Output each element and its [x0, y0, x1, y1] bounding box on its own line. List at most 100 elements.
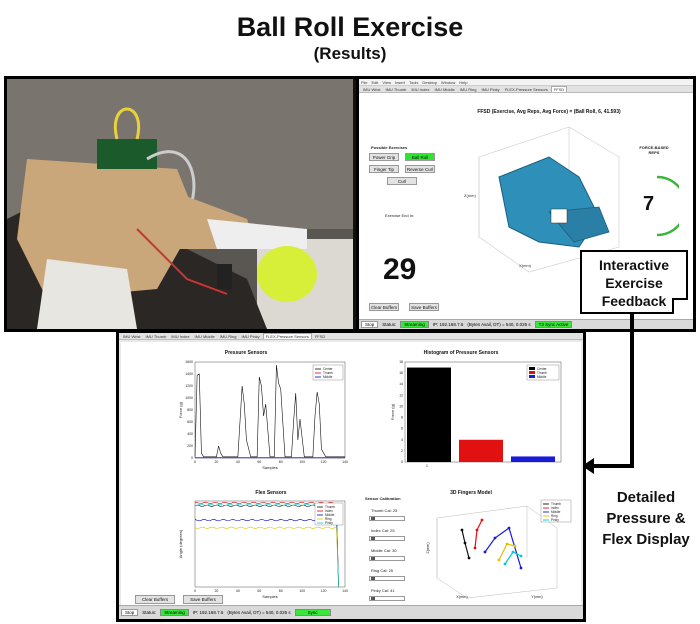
- clear-buffers-button[interactable]: Clear Buffers: [135, 595, 175, 604]
- save-buffers-button[interactable]: Save Buffers: [409, 303, 439, 311]
- model-finger-middle: [484, 527, 522, 569]
- pressure-x-tick: 100: [299, 460, 305, 464]
- tab-imu-pinky[interactable]: IMU Pinky: [481, 86, 500, 92]
- model-finger-index: [474, 519, 483, 549]
- calibration-slider[interactable]: [369, 596, 405, 601]
- top-tabs: IMU Wrist IMU Thumb IMU Index IMU Middle…: [359, 86, 693, 93]
- callout-line3: Feedback: [601, 293, 667, 309]
- hist-y-tick: 2: [401, 449, 403, 453]
- tab-imu-pinky[interactable]: IMU Pinky: [241, 333, 260, 339]
- menu-tools[interactable]: Tools: [408, 79, 419, 85]
- clear-buffers-button[interactable]: Clear Buffers: [369, 303, 399, 311]
- power-grip-button[interactable]: Power Grip: [369, 153, 399, 161]
- hist-y-tick: 8: [401, 416, 403, 420]
- tab-imu-thumb[interactable]: IMU Thumb: [385, 86, 407, 92]
- hist-y-tick: 6: [401, 427, 403, 431]
- stop-button[interactable]: Stop: [121, 609, 139, 616]
- tab-imu-wrist[interactable]: IMU Wrist: [123, 333, 141, 339]
- model-joint: [505, 542, 509, 546]
- stop-button[interactable]: Stop: [361, 321, 379, 328]
- reps-count: 7: [643, 193, 655, 215]
- pressure-legend-label: Thumb: [323, 371, 333, 375]
- menu-edit[interactable]: Edit: [371, 79, 379, 85]
- model-title: 3D Fingers Model: [450, 490, 492, 496]
- model-legend-box: [540, 499, 572, 523]
- hist-legend-label: Center: [537, 367, 548, 371]
- pressure-y-tick: 400: [187, 432, 193, 436]
- bottom-statusbar: Stop Status: Streaming IP: 192.168.7.6 (…: [119, 605, 583, 619]
- tab-imu-middle[interactable]: IMU Middle: [434, 86, 455, 92]
- tab-imu-middle[interactable]: IMU Middle: [194, 333, 215, 339]
- hist-y-tick: 18: [399, 360, 403, 364]
- tab-flex-pressure[interactable]: FLEX-Pressure Sensors: [504, 86, 548, 92]
- tab-imu-ring[interactable]: IMU Ring: [219, 333, 237, 339]
- hist-y-tick: 0: [401, 460, 403, 464]
- hist-y-tick: 10: [399, 404, 403, 408]
- menu-desktop[interactable]: Desktop: [422, 79, 438, 85]
- model-legend-label: Middle: [551, 510, 561, 514]
- flex-series-ring: [194, 526, 339, 588]
- hist-y-tick: 16: [399, 371, 403, 375]
- menu-view[interactable]: View: [382, 79, 391, 85]
- pressure-x-tick: 40: [236, 460, 240, 464]
- calibration-slider[interactable]: [369, 536, 405, 541]
- hist-legend-swatch: [529, 367, 535, 370]
- model-zlabel: Z(mm): [426, 542, 430, 554]
- hist-legend-swatch: [529, 375, 535, 378]
- tab-imu-ring[interactable]: IMU Ring: [459, 86, 477, 92]
- glove-photo-illustration: [7, 79, 353, 329]
- page-title: Ball Roll Exercise: [236, 12, 464, 42]
- calibration-slider[interactable]: [369, 576, 405, 581]
- calibration-label: Pinky Cal: 41: [371, 588, 395, 593]
- force-reps-label-line2: REPS: [648, 150, 660, 155]
- pressure-y-tick: 200: [187, 444, 193, 448]
- save-buffers-button[interactable]: Save Buffers: [183, 595, 223, 604]
- menu-help[interactable]: Help: [459, 79, 468, 85]
- tab-imu-thumb[interactable]: IMU Thumb: [145, 333, 167, 339]
- finger-tip-button[interactable]: Finger Tip: [369, 165, 399, 173]
- pressure-legend-label: Middle: [323, 375, 333, 379]
- pressure-y-tick: 1200: [185, 384, 193, 388]
- bottom-tabs: IMU Wrist IMU Thumb IMU Index IMU Middle…: [119, 333, 583, 340]
- flex-x-tick: 120: [321, 589, 327, 593]
- menu-window[interactable]: Window: [441, 79, 456, 85]
- flex-x-tick: 140: [342, 589, 348, 593]
- top-statusbar: Stop Status: Streaming IP: 192.168.7.6 (…: [359, 319, 693, 329]
- tab-imu-wrist[interactable]: IMU Wrist: [363, 86, 381, 92]
- curl-button[interactable]: Curl: [387, 177, 417, 185]
- calibration-slider[interactable]: [369, 516, 405, 521]
- flex-x-tick: 0: [194, 589, 196, 593]
- pressure-y-tick: 1600: [185, 360, 193, 364]
- detail-label-line3: Flex Display: [602, 531, 690, 548]
- flex-series-index: [194, 501, 339, 588]
- tab-ffsd[interactable]: FFSD: [550, 86, 568, 92]
- flex-legend-label: Pinky: [325, 521, 333, 525]
- bytes-readout: (Bytes Avail, DT) = 540, 0.025 s: [467, 322, 531, 327]
- calibration-slider[interactable]: [369, 556, 405, 561]
- hand-3d-plot: X(mm) Y(mm) Z(mm): [464, 126, 620, 273]
- flex-title: Flex Sensors: [255, 490, 287, 496]
- reverse-curl-button[interactable]: Reverse Curl: [405, 165, 435, 173]
- hist-y-tick: 12: [399, 393, 403, 397]
- feedback-callout: Interactive Exercise Feedback: [580, 250, 688, 314]
- model-legend-label: Index: [551, 506, 559, 510]
- hist-bar-center: [407, 367, 451, 462]
- tab-ffsd[interactable]: FFSD: [314, 333, 326, 339]
- ball-roll-button[interactable]: Ball Roll: [405, 153, 435, 161]
- model-joint: [511, 550, 515, 554]
- menu-file[interactable]: File: [361, 79, 368, 85]
- tab-imu-index[interactable]: IMU Index: [411, 86, 430, 92]
- menu-insert[interactable]: Insert: [394, 79, 405, 85]
- model-joint: [473, 546, 477, 550]
- countdown-value: 29: [383, 253, 417, 286]
- pressure-title: Pressure Sensors: [224, 350, 268, 356]
- model-ylabel: Y(mm): [531, 595, 543, 599]
- ffsd-plot-title: FFSD (Exercise, Avg Reps, Avg Force) = (…: [477, 109, 621, 115]
- tab-imu-index[interactable]: IMU Index: [171, 333, 190, 339]
- tab-flex-pressure[interactable]: FLEX-Pressure Sensors: [262, 333, 312, 339]
- calibration-label: Thumb Cal: 25: [371, 508, 398, 513]
